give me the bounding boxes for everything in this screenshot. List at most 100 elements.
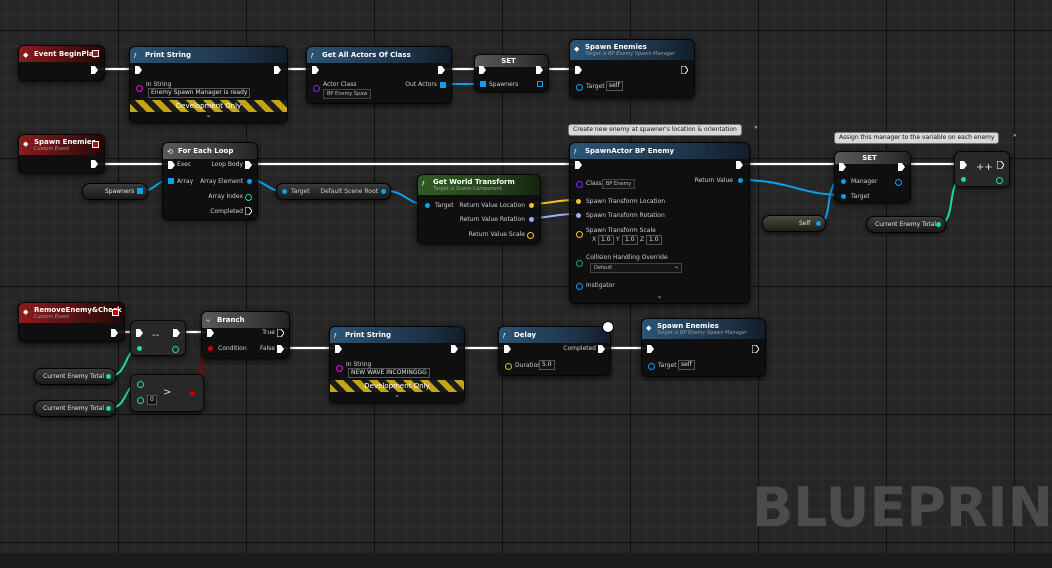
- class-pin[interactable]: [576, 181, 583, 188]
- get-world-transform-node[interactable]: 𝑓 Get World Transform Target is Scene Co…: [417, 174, 541, 244]
- decrement-node[interactable]: --: [130, 320, 186, 356]
- print-string-node-2[interactable]: 𝑓 Print String In String NEW WAVE INCOMI…: [329, 326, 465, 403]
- target-in-pin[interactable]: [425, 203, 430, 208]
- object-in-pin[interactable]: [841, 179, 846, 184]
- scale-z-field[interactable]: 1.0: [646, 235, 662, 245]
- exec-in-pin[interactable]: [575, 161, 582, 169]
- self-variable[interactable]: Self: [762, 215, 826, 232]
- exec-out-pin[interactable]: [898, 163, 905, 171]
- remove-enemy-check-event-node[interactable]: ◆ RemoveEnemy&Check Custom Event: [18, 302, 125, 342]
- object-in-pin[interactable]: [576, 283, 583, 290]
- exec-in-pin[interactable]: [312, 66, 319, 74]
- element-out-pin[interactable]: [247, 179, 252, 184]
- exec-in-pin[interactable]: [207, 329, 214, 337]
- compare-value-field[interactable]: 0: [147, 395, 157, 405]
- array-in-pin[interactable]: [168, 178, 174, 184]
- comment-pin-icon[interactable]: »: [1013, 132, 1017, 139]
- current-enemy-total-variable[interactable]: Current Enemy Total: [34, 368, 116, 385]
- exec-out-pin[interactable]: [997, 161, 1004, 169]
- target-field[interactable]: self: [606, 81, 623, 91]
- exec-out-pin[interactable]: [111, 329, 118, 337]
- exec-in-pin[interactable]: [135, 66, 142, 74]
- vector-out-pin[interactable]: [529, 203, 534, 208]
- event-delegate-pin[interactable]: [112, 309, 119, 316]
- for-each-loop-node[interactable]: ⟲ For Each Loop Exec Array Loop Body Arr…: [162, 142, 258, 220]
- comment-pin-icon[interactable]: »: [754, 124, 758, 131]
- spawn-enemies-call-node-2[interactable]: ◆ Spawn Enemies Target is BP Enemy Spawn…: [641, 318, 766, 377]
- array-out-pin[interactable]: [137, 188, 143, 194]
- spawners-variable[interactable]: Spawners: [82, 183, 148, 200]
- exec-out-pin[interactable]: [245, 161, 252, 169]
- in-string-field[interactable]: Enemy Spawn Manager is ready: [148, 88, 251, 98]
- exec-out-pin[interactable]: [91, 66, 98, 74]
- vector-in-pin[interactable]: [576, 199, 581, 204]
- object-out-pin[interactable]: [895, 179, 902, 186]
- target-in-pin[interactable]: [841, 194, 846, 199]
- rotator-out-pin[interactable]: [529, 217, 534, 222]
- exec-in-pin[interactable]: [136, 329, 143, 337]
- set-spawners-node[interactable]: SET Spawners: [474, 54, 549, 92]
- event-beginplay-node[interactable]: ◆ Event BeginPlay: [18, 45, 105, 81]
- enum-in-pin[interactable]: [576, 260, 583, 267]
- increment-node[interactable]: ++: [954, 151, 1010, 187]
- int-out-pin[interactable]: [996, 177, 1003, 184]
- bool-out-pin[interactable]: [190, 391, 195, 396]
- class-dropdown[interactable]: BP Enemy: [602, 179, 636, 189]
- chevron-down-icon[interactable]: ⌄: [394, 391, 400, 399]
- comment-bubble[interactable]: Assign this manager to the variable on e…: [834, 132, 1000, 144]
- target-pin[interactable]: [648, 363, 655, 370]
- exec-in-pin[interactable]: [168, 161, 175, 169]
- object-out-pin[interactable]: [816, 221, 821, 226]
- comment-bubble[interactable]: Create new enemy at spawner's location &…: [568, 124, 742, 136]
- event-delegate-pin[interactable]: [92, 141, 99, 148]
- class-pin[interactable]: [313, 85, 320, 92]
- exec-in-pin[interactable]: [647, 345, 654, 353]
- branch-node[interactable]: ⑂ Branch Condition True False: [201, 311, 290, 359]
- exec-out-pin[interactable]: [681, 66, 688, 74]
- exec-out-pin[interactable]: [598, 345, 605, 353]
- int-out-pin[interactable]: [172, 346, 179, 353]
- exec-in-pin[interactable]: [839, 163, 846, 171]
- vector-in-pin[interactable]: [576, 231, 583, 238]
- int-out-pin[interactable]: [106, 406, 111, 411]
- int-in-pin[interactable]: [137, 381, 144, 388]
- object-out-pin[interactable]: [381, 189, 386, 194]
- target-in-pin[interactable]: [282, 189, 287, 194]
- array-out-pin[interactable]: [440, 82, 446, 88]
- print-string-node[interactable]: 𝑓 Print String In String Enemy Spawn Man…: [129, 46, 288, 123]
- current-enemy-total-variable[interactable]: Current Enemy Total: [34, 400, 116, 417]
- collision-dropdown[interactable]: Default: [590, 263, 682, 273]
- string-pin[interactable]: [136, 85, 143, 92]
- index-out-pin[interactable]: [245, 194, 252, 201]
- int-in-pin[interactable]: [137, 397, 144, 404]
- spawn-actor-node[interactable]: 𝑓 SpawnActor BP Enemy Class BP Enemy Ret…: [569, 142, 750, 304]
- exec-out-pin[interactable]: [173, 329, 180, 337]
- target-pin[interactable]: [576, 84, 583, 91]
- get-all-actors-node[interactable]: 𝑓 Get All Actors Of Class Actor Class BP…: [306, 46, 452, 104]
- event-delegate-pin[interactable]: [92, 50, 99, 57]
- exec-out-pin[interactable]: [451, 345, 458, 353]
- current-enemy-total-variable[interactable]: Current Enemy Total: [866, 216, 946, 233]
- exec-out-pin[interactable]: [277, 345, 284, 353]
- exec-out-pin[interactable]: [277, 329, 284, 337]
- array-in-pin[interactable]: [480, 81, 486, 87]
- object-out-pin[interactable]: [738, 178, 743, 183]
- scale-y-field[interactable]: 1.0: [622, 235, 638, 245]
- exec-out-pin[interactable]: [752, 345, 759, 353]
- int-in-pin[interactable]: [137, 346, 142, 351]
- chevron-down-icon[interactable]: ⌄: [656, 292, 663, 300]
- exec-in-pin[interactable]: [575, 66, 582, 74]
- actor-class-dropdown[interactable]: BP Enemy Spaw: [323, 89, 372, 99]
- delay-node[interactable]: 𝑓 Delay Completed Duration 5.0: [498, 321, 614, 376]
- spawn-enemies-call-node[interactable]: ◆ Spawn Enemies Target is BP Enemy Spawn…: [569, 39, 695, 98]
- exec-in-pin[interactable]: [960, 161, 967, 169]
- set-manager-node[interactable]: SET Manager Target: [834, 151, 911, 203]
- chevron-down-icon[interactable]: ⌄: [205, 111, 212, 119]
- exec-out-pin[interactable]: [91, 160, 98, 168]
- exec-out-pin[interactable]: [245, 207, 252, 215]
- vector-out-pin[interactable]: [527, 232, 534, 239]
- in-string-field[interactable]: NEW WAVE INCOMINGGG: [348, 368, 430, 378]
- array-out-pin[interactable]: [537, 81, 543, 87]
- greater-than-node[interactable]: 0 >: [130, 374, 204, 412]
- target-field[interactable]: self: [678, 360, 695, 370]
